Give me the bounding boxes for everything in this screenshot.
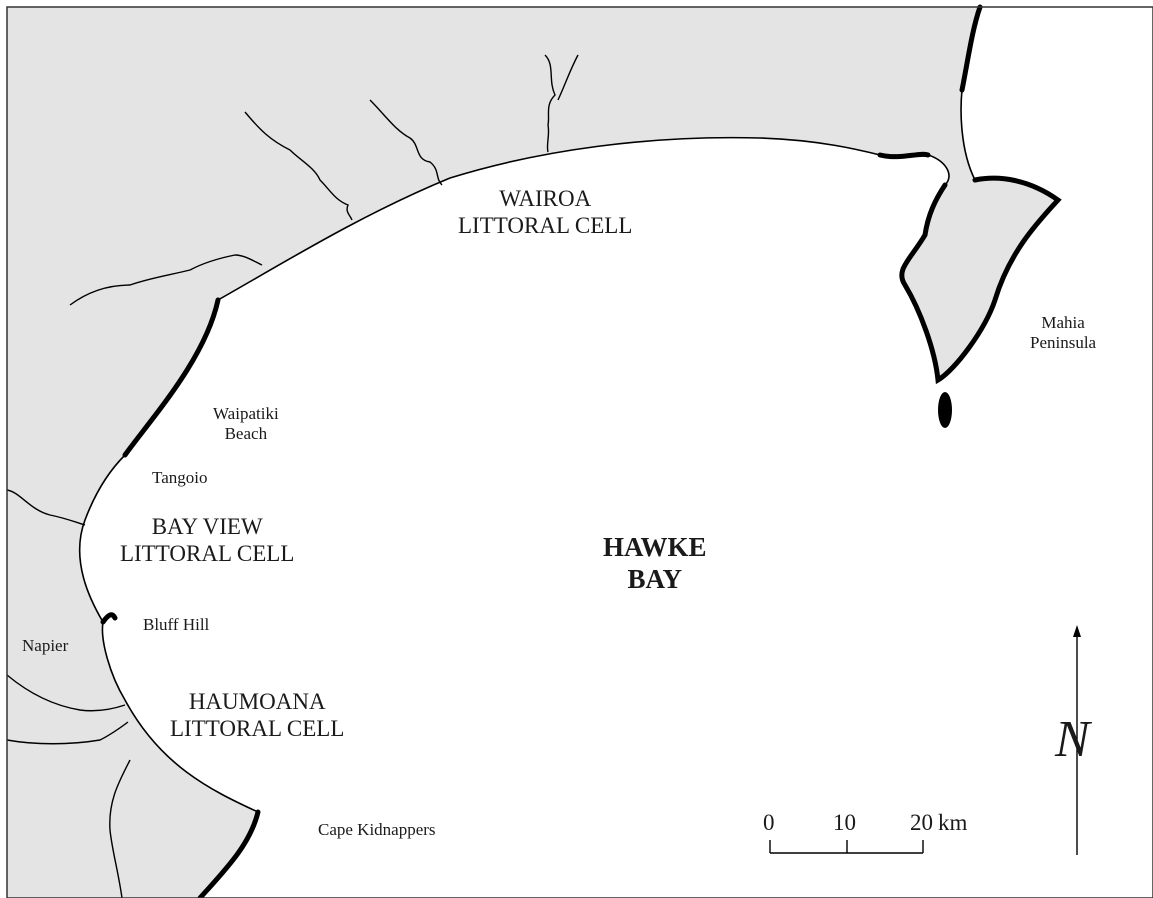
river-4 bbox=[69, 254, 263, 306]
coastline-thick bbox=[100, 4, 1062, 898]
river-2 bbox=[369, 99, 443, 186]
hawke-bay-line-1: HAWKE bbox=[603, 532, 707, 562]
river-8 bbox=[109, 759, 131, 898]
waipatiki-label: Waipatiki Beach bbox=[213, 404, 279, 444]
island bbox=[938, 392, 952, 428]
scale-tick-10: 10 bbox=[833, 810, 856, 835]
bayview-line-1: BAY VIEW bbox=[151, 514, 263, 539]
tangoio-label: Tangoio bbox=[152, 468, 208, 487]
river-3 bbox=[544, 54, 579, 153]
north-letter: N bbox=[1055, 711, 1090, 768]
scale-bar bbox=[769, 840, 924, 854]
waipatiki-line-1: Waipatiki bbox=[213, 404, 279, 423]
mahia-line-2: Peninsula bbox=[1030, 333, 1097, 353]
napier-label: Napier bbox=[22, 636, 69, 655]
cape-kidnappers-label: Cape Kidnappers bbox=[318, 820, 436, 839]
north-arrow bbox=[1073, 625, 1081, 855]
mahia-line-1: Mahia bbox=[1041, 313, 1085, 332]
bayview-cell-label: BAY VIEW LITTORAL CELL bbox=[120, 513, 294, 567]
map-frame bbox=[6, 6, 1153, 898]
wairoa-line-2: LITTORAL CELL bbox=[458, 213, 633, 239]
bluff-hill-label: Bluff Hill bbox=[143, 615, 210, 634]
scale-tick-0: 0 bbox=[763, 810, 775, 835]
bayview-line-2: LITTORAL CELL bbox=[120, 541, 295, 567]
haumoana-line-2: LITTORAL CELL bbox=[170, 716, 345, 742]
river-1 bbox=[244, 111, 353, 221]
wairoa-line-1: WAIROA bbox=[499, 186, 592, 211]
river-5 bbox=[6, 489, 86, 526]
wairoa-cell-label: WAIROA LITTORAL CELL bbox=[458, 185, 632, 239]
waipatiki-line-2: Beach bbox=[224, 424, 268, 444]
scale-tick-20: 20 bbox=[910, 810, 933, 835]
scale-unit: km bbox=[938, 810, 968, 835]
hawke-bay-label: HAWKE BAY bbox=[603, 532, 707, 596]
coastline-thin bbox=[78, 89, 976, 898]
haumoana-line-1: HAUMOANA bbox=[188, 689, 326, 714]
hawke-bay-line-2: BAY bbox=[627, 563, 683, 594]
mahia-label: Mahia Peninsula bbox=[1030, 313, 1096, 353]
haumoana-cell-label: HAUMOANA LITTORAL CELL bbox=[170, 688, 344, 742]
river-7 bbox=[6, 721, 129, 745]
river-6 bbox=[6, 674, 126, 712]
hawke-bay-sea bbox=[79, 7, 1153, 898]
